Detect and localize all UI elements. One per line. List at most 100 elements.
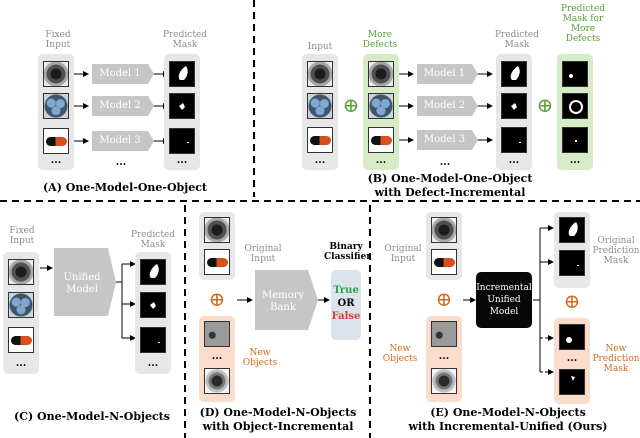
panel-c-predicted-mask-label: Predicted Mask — [128, 230, 178, 250]
panel-a-model-dots: ... — [115, 157, 127, 168]
panel-e-new-objects-label: New Objects — [380, 344, 420, 364]
panel-b-more-mask-3 — [562, 127, 588, 153]
panel-b-mask-dots: ... — [508, 155, 520, 166]
panel-e-orig-mask-2 — [559, 250, 585, 276]
panel-b-mask-1 — [501, 61, 527, 87]
panel-e-input-metal-nut — [431, 217, 457, 243]
panel-e-new-nut — [431, 368, 457, 394]
panel-d-or-label: OR — [337, 298, 355, 309]
panel-e-orig-mask-1 — [559, 217, 585, 243]
panel-a-model-shapes — [92, 64, 154, 151]
panel-e-plus-2: ⊕ — [563, 289, 581, 313]
panel-d-new-nut — [204, 368, 230, 394]
panel-c-input-dots: ... — [15, 358, 27, 369]
panel-d-binary-classifier-text: Binary Classifier — [324, 242, 371, 262]
panel-d-original-input-text: Original Input — [244, 244, 282, 264]
panel-d-input-capsule — [204, 249, 230, 275]
panel-e-new-mask-dots: ... — [566, 353, 578, 364]
panel-c-input-metal-nut — [8, 259, 34, 285]
panel-a-mask-1 — [169, 61, 195, 87]
panel-e-new-mask-2 — [559, 369, 585, 395]
panel-e-arrows — [463, 225, 554, 375]
panel-b-more-metal-nut — [368, 61, 394, 87]
panel-b-model-1: Model 1 — [423, 68, 466, 79]
panel-d-model-shape — [255, 270, 318, 330]
panel-e-plus-1: ⊕ — [435, 287, 453, 311]
panel-e-new-texture — [431, 321, 457, 347]
panel-d-caption-line1: (D) One-Model-N-Objects — [199, 406, 357, 419]
panel-a-model-3: Model 3 — [99, 135, 141, 146]
panel-e-model-label: Incremental Unified Model — [476, 283, 532, 317]
panel-c-mask-1 — [140, 259, 166, 285]
panel-e-original-input-text: Original Input — [384, 244, 422, 264]
panel-b-more-mask-dots: ... — [569, 155, 581, 166]
panel-c-input-cable — [8, 292, 34, 318]
panel-d-new-dots: ... — [211, 351, 223, 362]
panel-a-predicted-mask-text: Predicted Mask — [162, 30, 208, 50]
panel-b-input-label: Input — [307, 42, 333, 52]
panel-a-arrows — [72, 71, 169, 144]
panel-b-plus-2: ⊕ — [536, 93, 554, 117]
panel-d-original-input-label: Original Input — [240, 244, 286, 264]
panel-b-more-dots: ... — [375, 155, 387, 166]
panel-b-predicted-more-text: Predicted Mask for More Defects — [560, 4, 606, 44]
panel-b-mask-2 — [501, 93, 527, 119]
panel-a-model-2: Model 2 — [99, 100, 141, 111]
panel-a-fixed-input-text: Fixed Input — [45, 30, 71, 50]
panel-b-mask-3 — [501, 127, 527, 153]
panel-e-new-prediction-label: New Prediction Mask — [592, 344, 640, 374]
panel-e-input-capsule — [431, 249, 457, 275]
panel-b-model-2: Model 2 — [423, 100, 466, 111]
panel-d-true-label: True — [333, 285, 359, 296]
panel-d-classifier-output — [331, 270, 361, 340]
panel-c-fixed-input-label: Fixed Input — [2, 226, 42, 246]
panel-a-input-cable — [43, 93, 69, 119]
panel-a-input-dots: ... — [50, 155, 62, 166]
panel-b-more-mask-2 — [562, 93, 588, 119]
panel-d-memory-bank: Memory Bank — [261, 290, 305, 313]
panel-b-more-cable — [368, 93, 394, 119]
panel-c-fixed-input-text: Fixed Input — [9, 226, 35, 246]
panel-b-plus-1: ⊕ — [342, 93, 360, 117]
panel-a-predicted-mask-label: Predicted Mask — [160, 30, 210, 50]
panel-a-fixed-input-label: Fixed Input — [38, 30, 78, 50]
panel-c-mask-dots: ... — [147, 358, 159, 369]
panel-b-more-mask-1 — [562, 61, 588, 87]
panel-a-input-capsule — [43, 128, 69, 154]
panel-d-new-texture — [204, 321, 230, 347]
panel-c-mask-3 — [140, 327, 166, 353]
panel-e-original-prediction-text: Original Prediction Mask — [592, 236, 640, 266]
panel-d-new-objects-label: New Objects — [240, 348, 280, 368]
panel-e-caption-line2: with Incremental-Unified (Ours) — [408, 420, 608, 433]
panel-e-new-mask-1 — [559, 324, 585, 350]
panel-d-caption-line2: with Object-Incremental — [202, 420, 354, 433]
panel-c-mask-2 — [140, 292, 166, 318]
panel-b-more-defects-label: More Defects — [360, 30, 400, 50]
panel-d-new-objects-text: New Objects — [242, 348, 278, 368]
panel-a-mask-3 — [169, 128, 195, 154]
panel-b-input-metal-nut — [307, 61, 333, 87]
panel-a-model-1: Model 1 — [99, 68, 141, 79]
panel-c-caption: (C) One-Model-N-Objects — [14, 410, 170, 423]
panel-c-input-capsule — [8, 327, 34, 353]
panel-e-new-dots: ... — [438, 351, 450, 362]
panel-b-caption-line2: with Defect-Incremental — [374, 186, 526, 199]
panel-d-binary-classifier-label: Binary Classifier — [324, 242, 371, 262]
panel-e-original-prediction-label: Original Prediction Mask — [592, 236, 640, 266]
panel-b-caption-line1: (B) One-Model-One-Object — [367, 172, 533, 185]
panel-a-mask-2 — [169, 93, 195, 119]
panel-b-arrows — [398, 71, 493, 143]
panel-e-original-input-label: Original Input — [380, 244, 426, 264]
panel-b-input-cable — [307, 93, 333, 119]
panel-b-predicted-mask-label: Predicted Mask — [492, 30, 542, 50]
panel-d-false-label: False — [331, 311, 361, 322]
panel-e-new-objects-text: New Objects — [382, 344, 418, 364]
panel-a-mask-dots: ... — [176, 155, 188, 166]
panel-e-new-prediction-text: New Prediction Mask — [592, 344, 640, 374]
panel-b-predicted-more-label: Predicted Mask for More Defects — [552, 4, 614, 44]
panel-b-more-defects-text: More Defects — [362, 30, 398, 50]
panel-a-caption: (A) One-Model-One-Object — [42, 181, 208, 194]
panel-d-plus: ⊕ — [208, 287, 226, 311]
panel-b-model-3: Model 3 — [423, 134, 466, 145]
